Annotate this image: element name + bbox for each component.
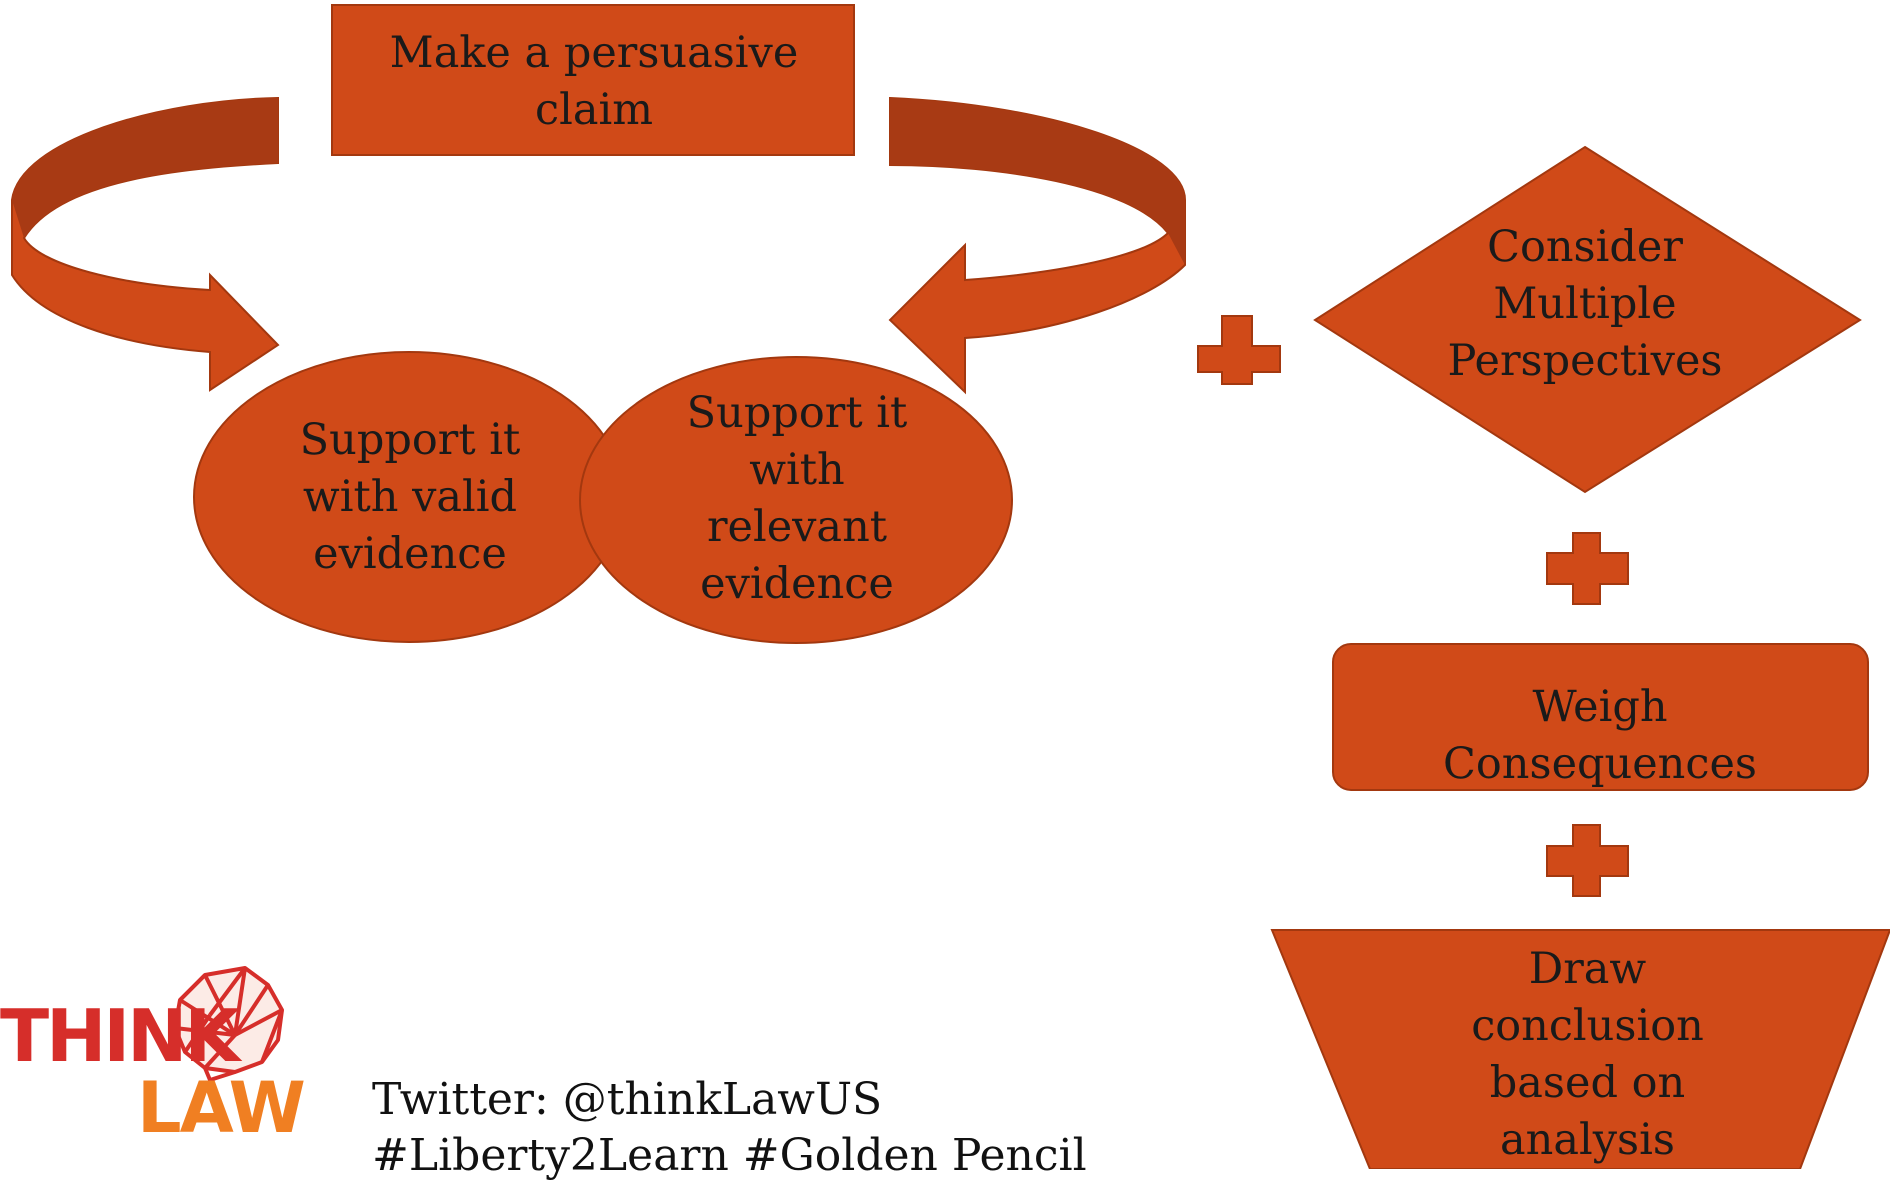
perspectives-text: Consider Multiple Perspectives (1447, 221, 1723, 386)
valid-evidence-label: Support it with valid evidence (285, 412, 535, 582)
conclusion-trapezoid (1270, 929, 1890, 1169)
brain-network-icon (173, 966, 284, 1093)
claim-text: Make a persuasive claim (389, 28, 799, 135)
plus-icon (1546, 532, 1629, 605)
consequences-text: Weigh Consequences (1443, 682, 1757, 789)
consequences-label: Weigh Consequences (1420, 678, 1780, 794)
plus-icon (1197, 315, 1281, 385)
consequences-box (1332, 643, 1869, 791)
valid-evidence-text: Support it with valid evidence (299, 414, 521, 579)
hashtags: #Liberty2Learn #Golden Pencil (372, 1130, 1087, 1181)
claim-label: Make a persuasive claim (372, 28, 816, 135)
relevant-evidence-text: Support it with relevant evidence (686, 388, 908, 609)
plus-icon (1546, 824, 1629, 897)
logo-think-text: THINK (0, 994, 240, 1078)
logo-law-text: LAW (137, 1067, 306, 1149)
perspectives-label: Consider Multiple Perspectives (1430, 218, 1740, 390)
right-curved-arrow (888, 96, 1186, 395)
twitter-handle: Twitter: @thinkLawUS (372, 1074, 883, 1125)
conclusion-text: Draw conclusion based on analysis (1471, 943, 1704, 1165)
left-curved-arrow (11, 96, 280, 392)
relevant-evidence-ellipse (579, 356, 1013, 644)
claim-box (331, 4, 855, 156)
conclusion-label: Draw conclusion based on analysis (1450, 940, 1725, 1169)
perspectives-diamond (1313, 145, 1862, 494)
relevant-evidence-label: Support it with relevant evidence (672, 384, 922, 614)
